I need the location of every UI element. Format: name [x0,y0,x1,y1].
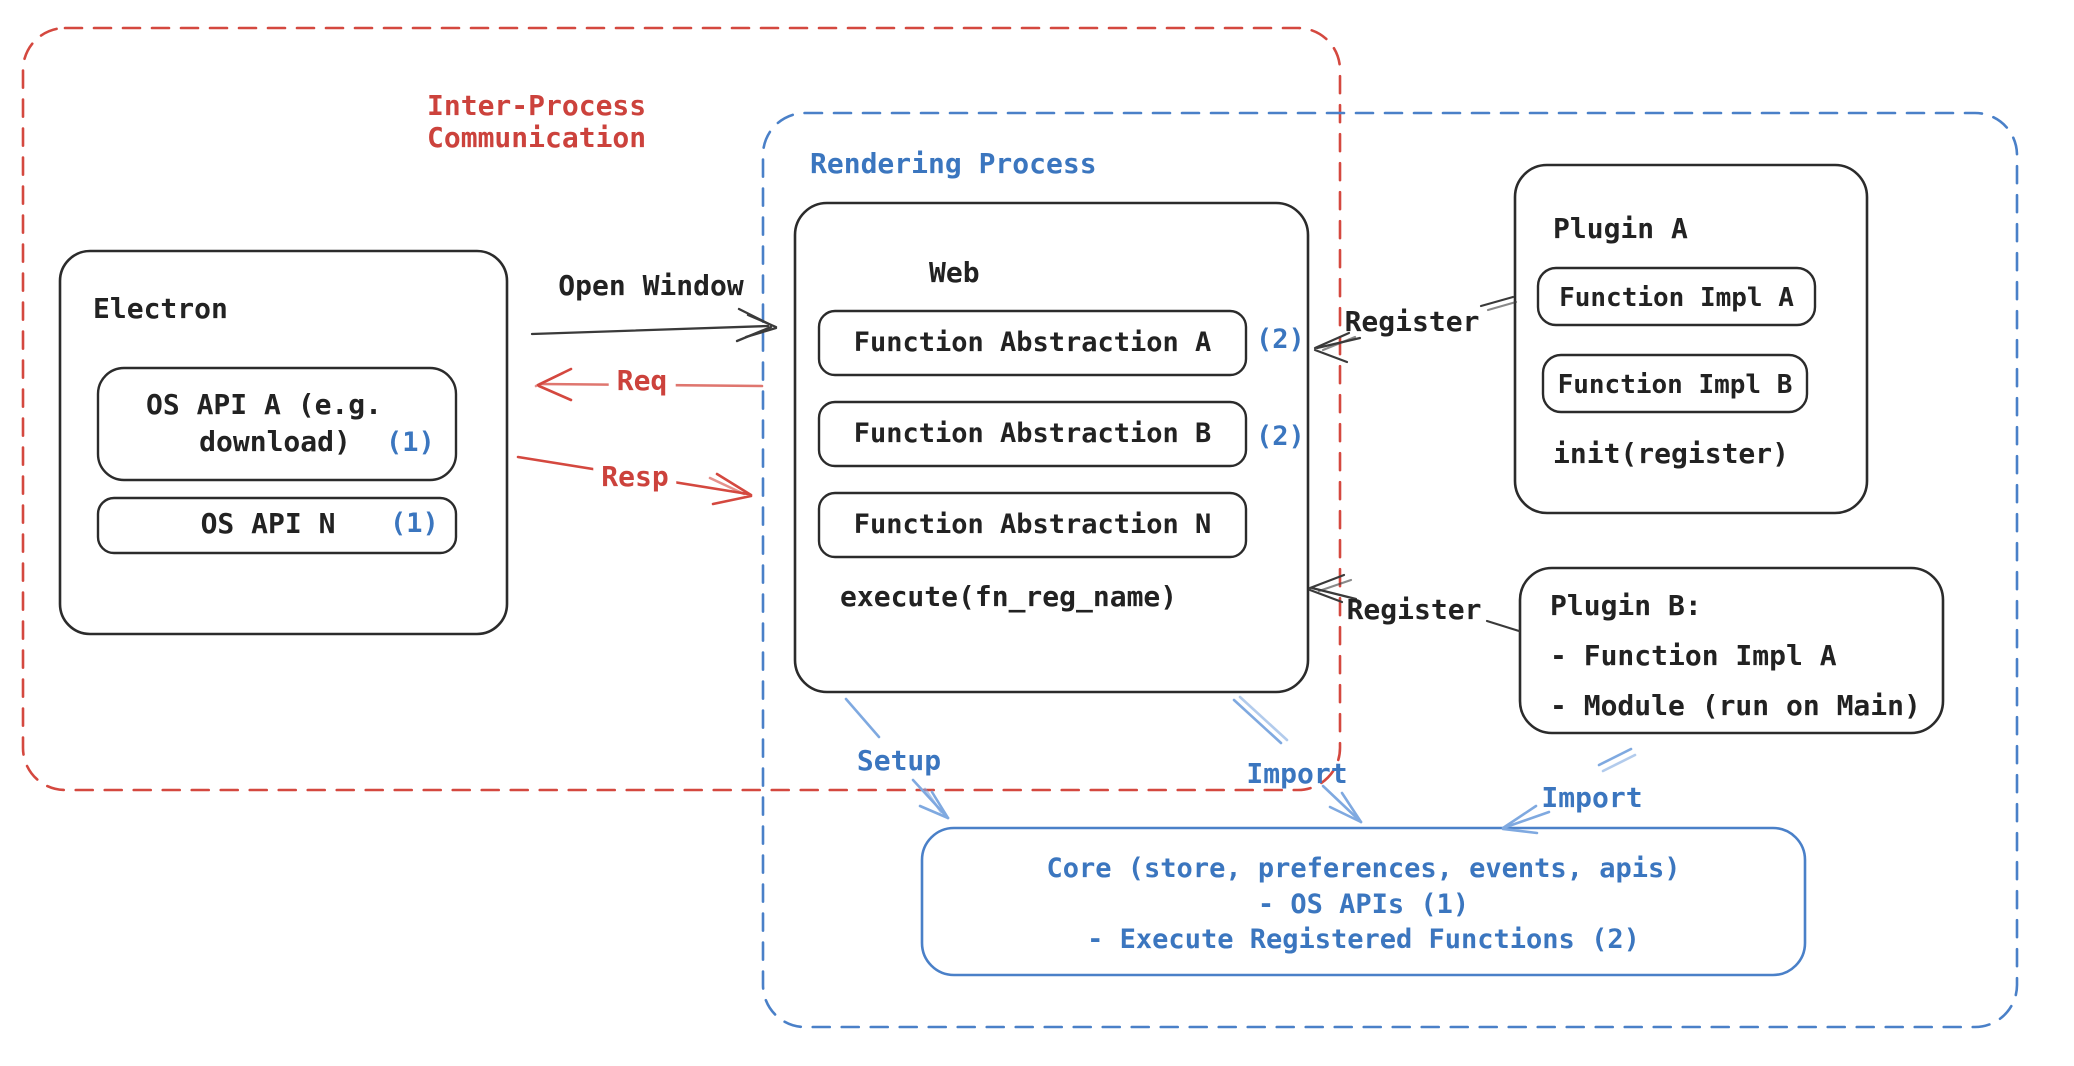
os-api-a-box [96,366,458,482]
import-web-arrow [1232,695,1363,824]
setup-label: Setup [856,744,942,777]
web-title: Web [929,256,980,289]
ipc-label-line2: Communication [427,121,647,154]
function-abstraction-a-box [817,309,1248,377]
core-line3: - Execute Registered Functions (2) [1087,924,1640,955]
function-abstraction-n-label: Function Abstraction N [853,509,1212,540]
function-abstraction-b-label: Function Abstraction B [853,418,1212,449]
function-abstraction-a-label: Function Abstraction A [853,327,1212,358]
resp-label: Resp [593,460,677,494]
function-abstraction-b-badge: (2) [1256,421,1305,452]
register-a-label: Register [1344,305,1480,338]
plugin-b-line1: Plugin B: [1550,589,1702,622]
plugin-b-line2: - Function Impl A [1550,639,1837,672]
req-label: Req [608,364,676,398]
ipc-dashed-container [21,26,1342,792]
os-api-a-badge: (1) [386,427,435,458]
import-web-label: Import [1246,757,1348,790]
function-abstraction-a-badge: (2) [1256,324,1305,355]
plugin-a-init-label: init(register) [1553,437,1790,470]
import-plugin-arrow [1501,747,1637,835]
core-line1: Core (store, preferences, events, apis) [1046,853,1681,884]
plugin-b-box [1518,566,1945,735]
rendering-process-label: Rendering Process [810,147,1097,180]
function-impl-b-label: Function Impl B [1557,370,1793,400]
open-window-label: Open Window [558,269,744,302]
setup-arrow [844,697,950,820]
ipc-label-line1: Inter-Process [427,89,647,122]
os-api-a-label-line2: download) [199,425,351,458]
import-plugin-label: Import [1541,781,1643,814]
register-b-label: Register [1346,593,1482,626]
function-impl-b-box [1541,353,1809,414]
os-api-n-box [96,496,458,555]
function-impl-a-label: Function Impl A [1559,283,1794,313]
os-api-n-badge: (1) [390,508,439,539]
plugin-a-title: Plugin A [1553,212,1688,245]
core-box [920,826,1807,977]
register-a-arrow [1313,295,1518,364]
function-impl-a-box [1536,266,1817,327]
function-abstraction-n-box [817,491,1248,559]
plugin-a-box [1513,163,1869,515]
function-abstraction-b-box [817,400,1248,468]
rendering-process-dashed-container [761,111,2019,1029]
os-api-a-label-line1: OS API A (e.g. [145,388,383,421]
web-execute-label: execute(fn_reg_name) [840,580,1178,613]
plugin-b-line3: - Module (run on Main) [1550,689,1921,722]
electron-title: Electron [93,292,228,325]
os-api-n-label: OS API N [200,507,336,540]
open-window-arrow [530,307,778,343]
core-line2: - OS APIs (1) [1257,889,1470,920]
register-b-arrow [1308,573,1521,633]
